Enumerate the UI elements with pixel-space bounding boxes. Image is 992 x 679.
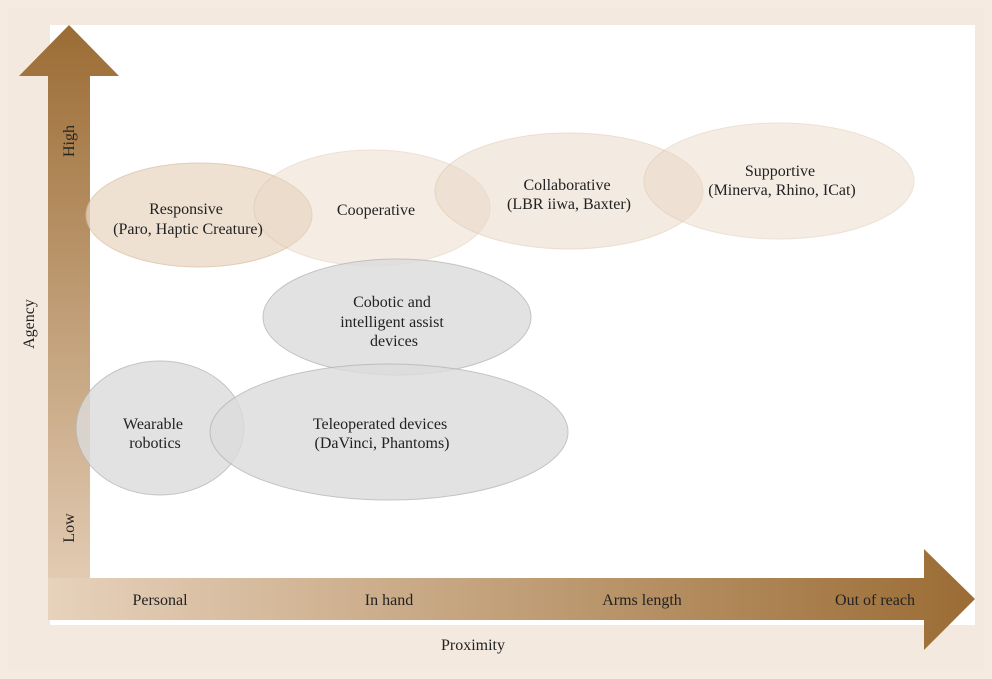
y-axis-low-label: Low xyxy=(61,513,78,543)
region-ellipses xyxy=(75,122,915,501)
responsive-label-line-2: (Paro, Haptic Creature) xyxy=(113,221,263,238)
cobotic-label-line-3: devices xyxy=(370,333,418,350)
x-tick-out-of-reach: Out of reach xyxy=(835,592,915,609)
collaborative-label-line-1: Collaborative xyxy=(523,177,610,194)
responsive-label-line-1: Responsive xyxy=(149,201,223,218)
supportive-label: Supportive (Minerva, Rhino, ICat) xyxy=(708,163,856,199)
supportive-ellipse xyxy=(643,122,915,240)
cobotic-label-line-1: Cobotic and xyxy=(353,294,431,311)
x-tick-personal: Personal xyxy=(132,592,188,609)
supportive-label-line-2: (Minerva, Rhino, ICat) xyxy=(708,182,856,199)
cooperative-label: Cooperative xyxy=(337,202,415,219)
teleoperated-label: Teleoperated devices (DaVinci, Phantoms) xyxy=(313,416,451,452)
teleoperated-ellipse xyxy=(209,363,569,501)
region-labels: Responsive (Paro, Haptic Creature) Coope… xyxy=(113,163,856,452)
wearable-label-line-1: Wearable xyxy=(123,416,183,433)
responsive-label: Responsive (Paro, Haptic Creature) xyxy=(113,201,263,238)
cobotic-label: Cobotic and intelligent assist devices xyxy=(340,294,448,350)
cobotic-label-line-2: intelligent assist xyxy=(340,314,444,331)
y-axis-high-label: High xyxy=(61,125,78,157)
collaborative-ellipse xyxy=(434,132,704,250)
x-tick-in-hand: In hand xyxy=(365,592,413,609)
wearable-label-line-2: robotics xyxy=(129,435,181,452)
x-axis-arrow xyxy=(48,549,975,650)
teleoperated-label-line-1: Teleoperated devices xyxy=(313,416,447,433)
cooperative-label-line-1: Cooperative xyxy=(337,202,415,219)
wearable-label: Wearable robotics xyxy=(123,416,187,452)
x-axis-title: Proximity xyxy=(441,637,505,654)
y-axis-arrow xyxy=(19,25,119,620)
supportive-label-line-1: Supportive xyxy=(745,163,815,180)
collaborative-label: Collaborative (LBR iiwa, Baxter) xyxy=(507,177,631,213)
y-axis-title: Agency xyxy=(21,299,38,349)
teleoperated-label-line-2: (DaVinci, Phantoms) xyxy=(314,435,449,452)
responsive-ellipse xyxy=(85,162,313,268)
collaborative-label-line-2: (LBR iiwa, Baxter) xyxy=(507,196,631,213)
x-tick-arms-length: Arms length xyxy=(602,592,682,609)
